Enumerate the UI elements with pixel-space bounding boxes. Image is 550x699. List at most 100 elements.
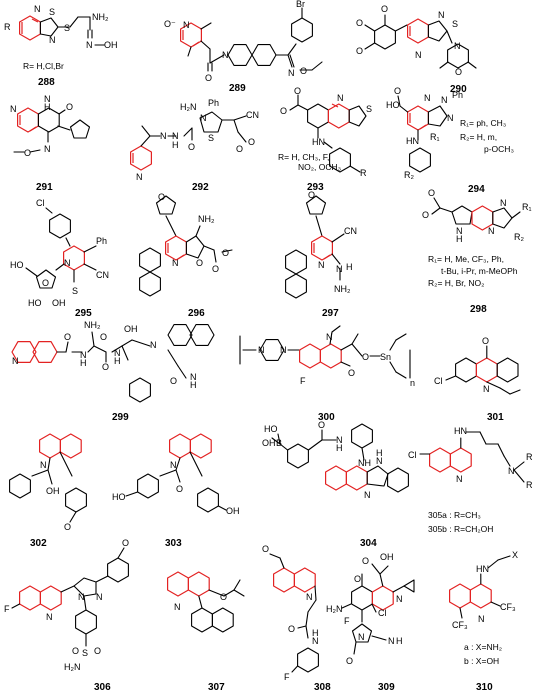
label-309-o2: O <box>354 574 361 584</box>
label-294-hn: HN <box>406 136 419 146</box>
label-292-o2: O <box>236 144 243 154</box>
label-302-o: O <box>64 522 71 532</box>
label-305-r2: R <box>526 480 533 490</box>
compound-number-307: 307 <box>208 682 225 693</box>
label-289-n3: N <box>288 68 295 78</box>
compound-308: O N O N H F 308 <box>262 544 331 693</box>
label-309-n1: N <box>396 594 403 604</box>
label-309-o1: O <box>362 556 369 566</box>
substituents-305b: 305b : R=CH₂OH <box>428 524 493 534</box>
substituents-294-line1: R₁= ph, CH₃ <box>460 118 506 128</box>
compound-number-296: 296 <box>188 308 205 319</box>
label-299-n4: N <box>190 372 197 382</box>
label-298-n1: N <box>456 226 463 236</box>
label-301-o: O <box>482 336 489 346</box>
label-299-n1: N <box>80 350 87 360</box>
label-297-o: O <box>308 190 315 200</box>
label-302-n: N <box>40 460 47 470</box>
label-304-o: O <box>318 420 325 430</box>
label-305-r1: R <box>526 452 533 462</box>
compound-number-293: 293 <box>307 182 324 193</box>
label-306-s: S <box>82 648 88 658</box>
label-297-h: H <box>346 262 353 272</box>
label-292-n2: N <box>172 131 179 141</box>
compound-310: HN X N CF₃ CF₃ a : X=NH₂ b : X=OH 310 <box>449 550 518 693</box>
compound-number-302: 302 <box>30 538 47 549</box>
label-290-s: S <box>452 19 458 29</box>
label-304-n3: N <box>364 490 371 500</box>
label-297-nh2: NH₂ <box>334 284 351 294</box>
label-291-n1: N <box>44 94 51 104</box>
label-294-r2: R₂ <box>404 170 414 180</box>
label-296-o2: O <box>196 258 203 268</box>
label-292-cn: CN <box>246 110 259 120</box>
label-306-n1: N <box>46 612 53 622</box>
label-308-o2: O <box>288 624 295 634</box>
label-299-h1: H <box>80 358 87 368</box>
label-308-f: F <box>284 672 290 682</box>
label-288-n3: N <box>86 40 93 50</box>
compound-304: OH HO B O N H NH N H N 304 <box>262 420 409 549</box>
compound-number-308: 308 <box>314 682 331 693</box>
label-296-o4: O <box>222 248 229 258</box>
label-292-h2n: H₂N <box>180 102 197 112</box>
label-301-cl: Cl <box>434 376 443 386</box>
label-307-o: O <box>220 592 227 602</box>
label-298-r2: R₂ <box>514 232 524 242</box>
label-303-n: N <box>170 460 177 470</box>
compound-293: O O N S HN R R= H, CH₃, F, NO₂, OCH₃ 293 <box>278 86 372 193</box>
label-309-o3: O <box>346 656 353 666</box>
label-306-o2: O <box>72 646 79 656</box>
label-293-o1: O <box>294 86 301 96</box>
label-294-ho: HO <box>386 100 400 110</box>
compound-309: OH O O N H₂N Cl F N N H O 309 <box>326 552 415 693</box>
label-310-cf3-2: CF₃ <box>452 620 468 630</box>
label-290-o1: O <box>381 4 388 14</box>
compound-number-294: 294 <box>468 184 485 195</box>
label-308-n1: N <box>306 592 313 602</box>
label-299-o1: O <box>64 332 71 342</box>
label-300-o2: O <box>362 352 369 362</box>
compound-number-288: 288 <box>38 77 55 88</box>
label-288-s2: S <box>64 23 70 33</box>
label-300-n3: N <box>326 332 333 342</box>
label-304-n1: N <box>336 435 343 445</box>
label-300-sn: Sn <box>380 352 391 362</box>
label-300-n-sub: n <box>410 378 415 388</box>
label-304-oh: OH <box>262 438 276 448</box>
substituents-288: R= H,Cl,Br <box>23 61 64 71</box>
label-292-o1: O <box>188 142 195 152</box>
compound-number-289: 289 <box>229 83 246 94</box>
substituents-310a: a : X=NH₂ <box>464 642 502 652</box>
compound-292: H₂N Ph N N H N N O S CN O O 292 <box>130 98 259 193</box>
label-309-f: F <box>344 616 350 626</box>
label-294-r1: R₁ <box>430 132 440 142</box>
substituents-298-line3: R₂= H, Br, NO₂ <box>428 278 484 288</box>
label-297-n2: N <box>336 264 343 274</box>
label-293-o2: O <box>280 106 287 116</box>
substituents-298-line1: R₁= H, Me, CF₃, Ph, <box>428 254 504 264</box>
label-291-h: H <box>44 102 51 112</box>
substituents-293-line2: NO₂, OCH₃ <box>298 162 341 172</box>
label-298-h: H <box>456 234 463 244</box>
label-299-o3: O <box>100 332 107 342</box>
label-293-n: N <box>337 93 344 103</box>
label-296-nh2: NH₂ <box>198 214 215 224</box>
compound-296: O NH₂ N O O O 296 <box>139 192 233 319</box>
compound-301: O N Cl 301 <box>434 336 521 423</box>
label-288-nh2: NH₂ <box>92 12 109 22</box>
label-290-o2: O <box>356 18 363 28</box>
label-308-o1: O <box>262 544 269 554</box>
label-300-n1: N <box>258 345 265 355</box>
label-305-n2: N <box>508 466 515 476</box>
label-309-cl: Cl <box>378 608 387 618</box>
label-310-hn: HN <box>476 564 489 574</box>
label-304-ho: HO <box>264 424 278 434</box>
substituents-294-line3: p-OCH₃ <box>484 144 514 154</box>
compound-300: N N N F O O Sn n 300 <box>239 325 415 423</box>
label-295-o: O <box>42 278 49 288</box>
label-306-o1: O <box>122 538 129 548</box>
label-299-nh2: NH₂ <box>84 320 101 330</box>
label-308-h: H <box>312 628 319 638</box>
label-292-o3: O <box>248 137 255 147</box>
